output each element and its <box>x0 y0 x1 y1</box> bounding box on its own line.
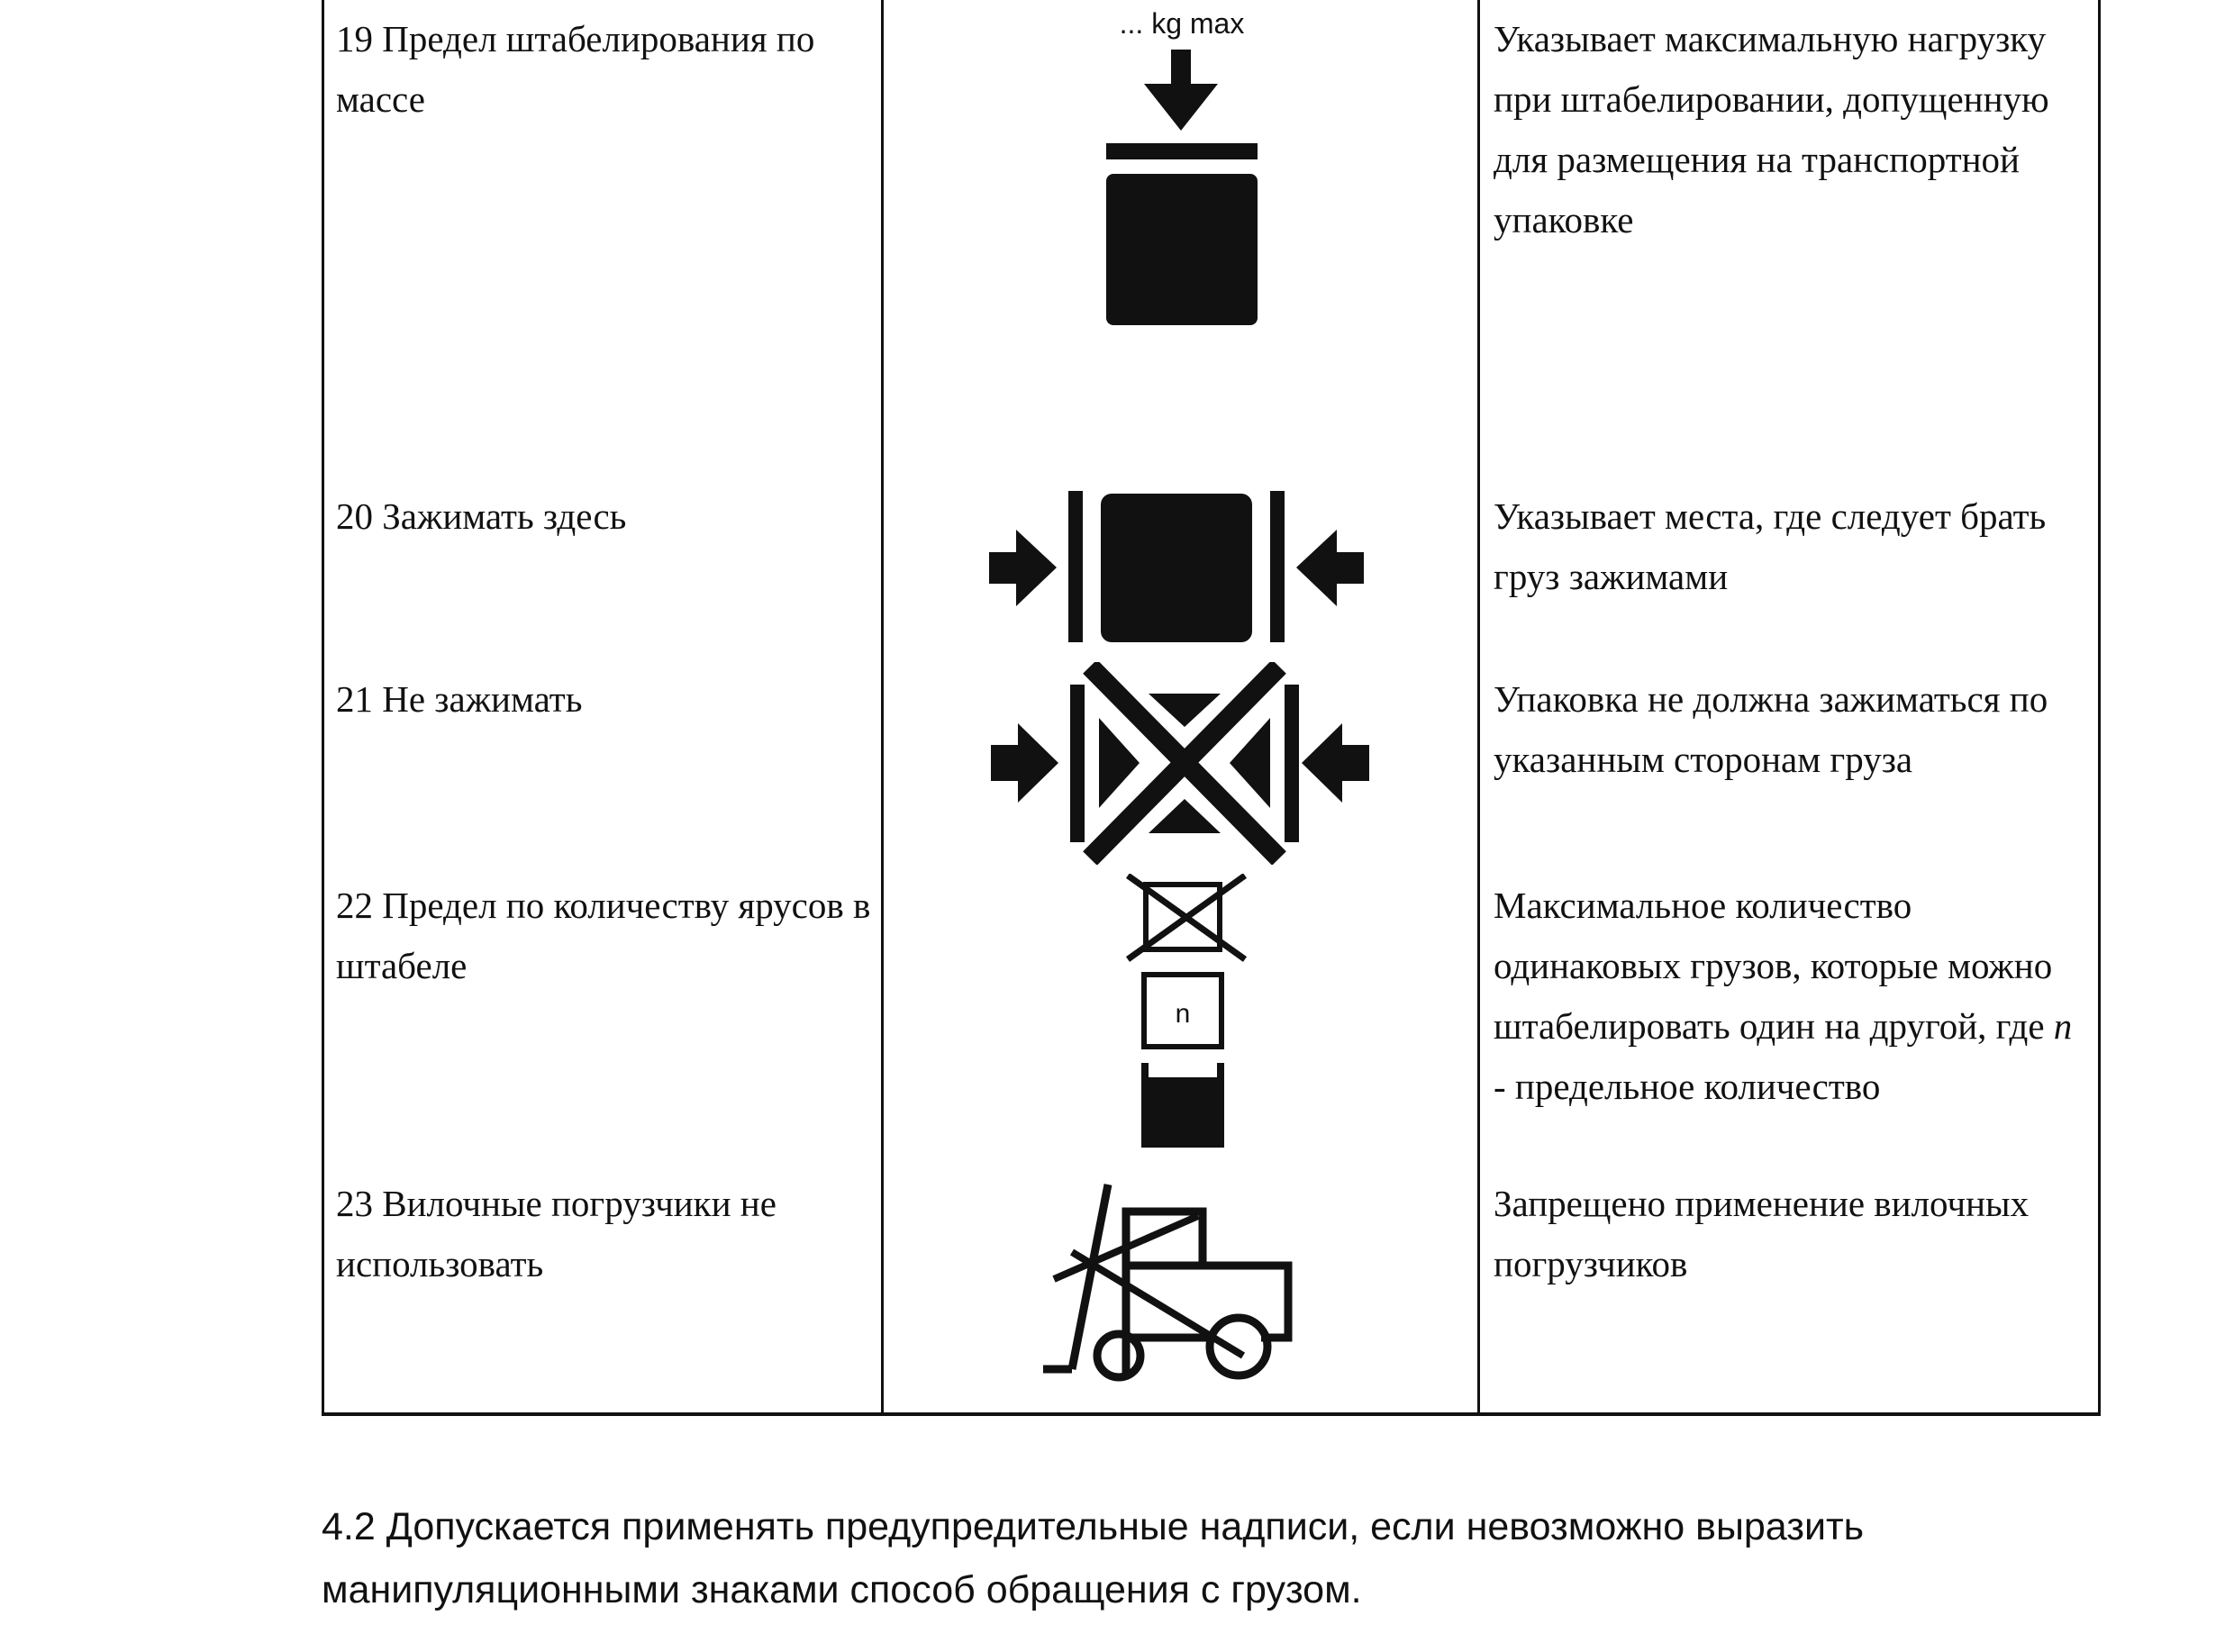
table-column-divider-1 <box>881 0 884 1416</box>
section-4-2-paragraph: 4.2 Допускается применять предупредитель… <box>322 1505 1865 1611</box>
table-right-border <box>2098 0 2101 1416</box>
clamp-here-icon <box>989 491 1364 642</box>
n-variable: n <box>2053 1005 2073 1047</box>
row-20-name: 20 Зажимать здесь <box>336 495 627 537</box>
do-not-clamp-icon <box>991 662 1369 865</box>
stacking-limit-by-mass-icon: ... kg max <box>1106 7 1258 325</box>
row-22-description: Максимальное количество одинаковых грузо… <box>1494 885 2073 1107</box>
tier-count-label: n <box>1176 999 1191 1029</box>
row-21-name: 21 Не зажимать <box>336 678 583 720</box>
table-left-border <box>322 0 324 1416</box>
row-21-description: Упаковка не должна зажиматься по указанн… <box>1494 678 2048 780</box>
stacking-limit-by-tiers-icon: n <box>1125 874 1248 1148</box>
row-20-description: Указывает места, где следует брать груз … <box>1494 495 2047 597</box>
table-bottom-border <box>322 1412 2101 1416</box>
row-19-name: 19 Предел штабелирования по массе <box>336 18 815 120</box>
row-23-name: 23 Вилочные погрузчики не использовать <box>336 1183 776 1284</box>
no-forklift-icon <box>1043 1184 1293 1382</box>
row-23-description: Запрещено применение вилочных погрузчико… <box>1494 1183 2030 1284</box>
kg-max-label: ... kg max <box>1120 7 1245 40</box>
row-19-description: Указывает максимальную нагрузку при штаб… <box>1494 18 2049 241</box>
table-column-divider-2 <box>1477 0 1480 1416</box>
row-22-name: 22 Предел по количеству ярусов в штабеле <box>336 885 871 986</box>
